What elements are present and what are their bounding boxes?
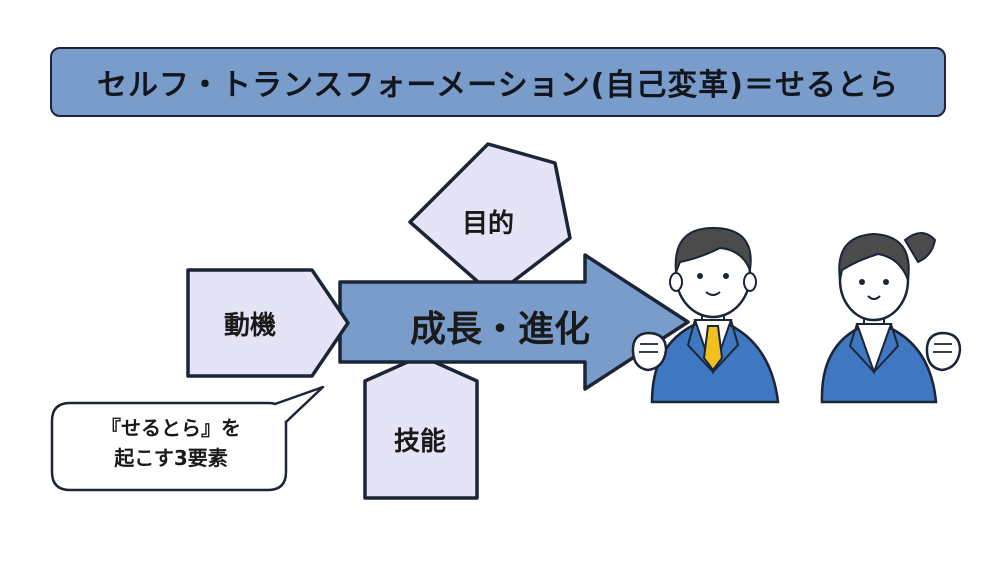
title-banner: セルフ・トランスフォーメーション(自己変革)＝せるとら: [50, 47, 946, 117]
callout-line-1: 『せるとら』を: [101, 416, 241, 440]
growth-label: 成長・進化: [409, 309, 590, 350]
purpose-label: 目的: [461, 209, 514, 239]
skill-label: 技能: [393, 427, 446, 457]
purpose-shape: [408, 142, 572, 298]
callout-text: 『せるとら』を 起こす3要素: [55, 413, 287, 473]
callout-tail: [274, 385, 325, 423]
businessman-fist-icon: [631, 226, 780, 404]
motive-shape: [186, 268, 350, 378]
businesswoman-fist-icon: [820, 232, 962, 404]
motive-label: 動機: [223, 311, 276, 341]
callout-line-2: 起こす3要素: [114, 446, 228, 470]
slide-title: セルフ・トランスフォーメーション(自己変革)＝せるとら: [96, 68, 900, 103]
